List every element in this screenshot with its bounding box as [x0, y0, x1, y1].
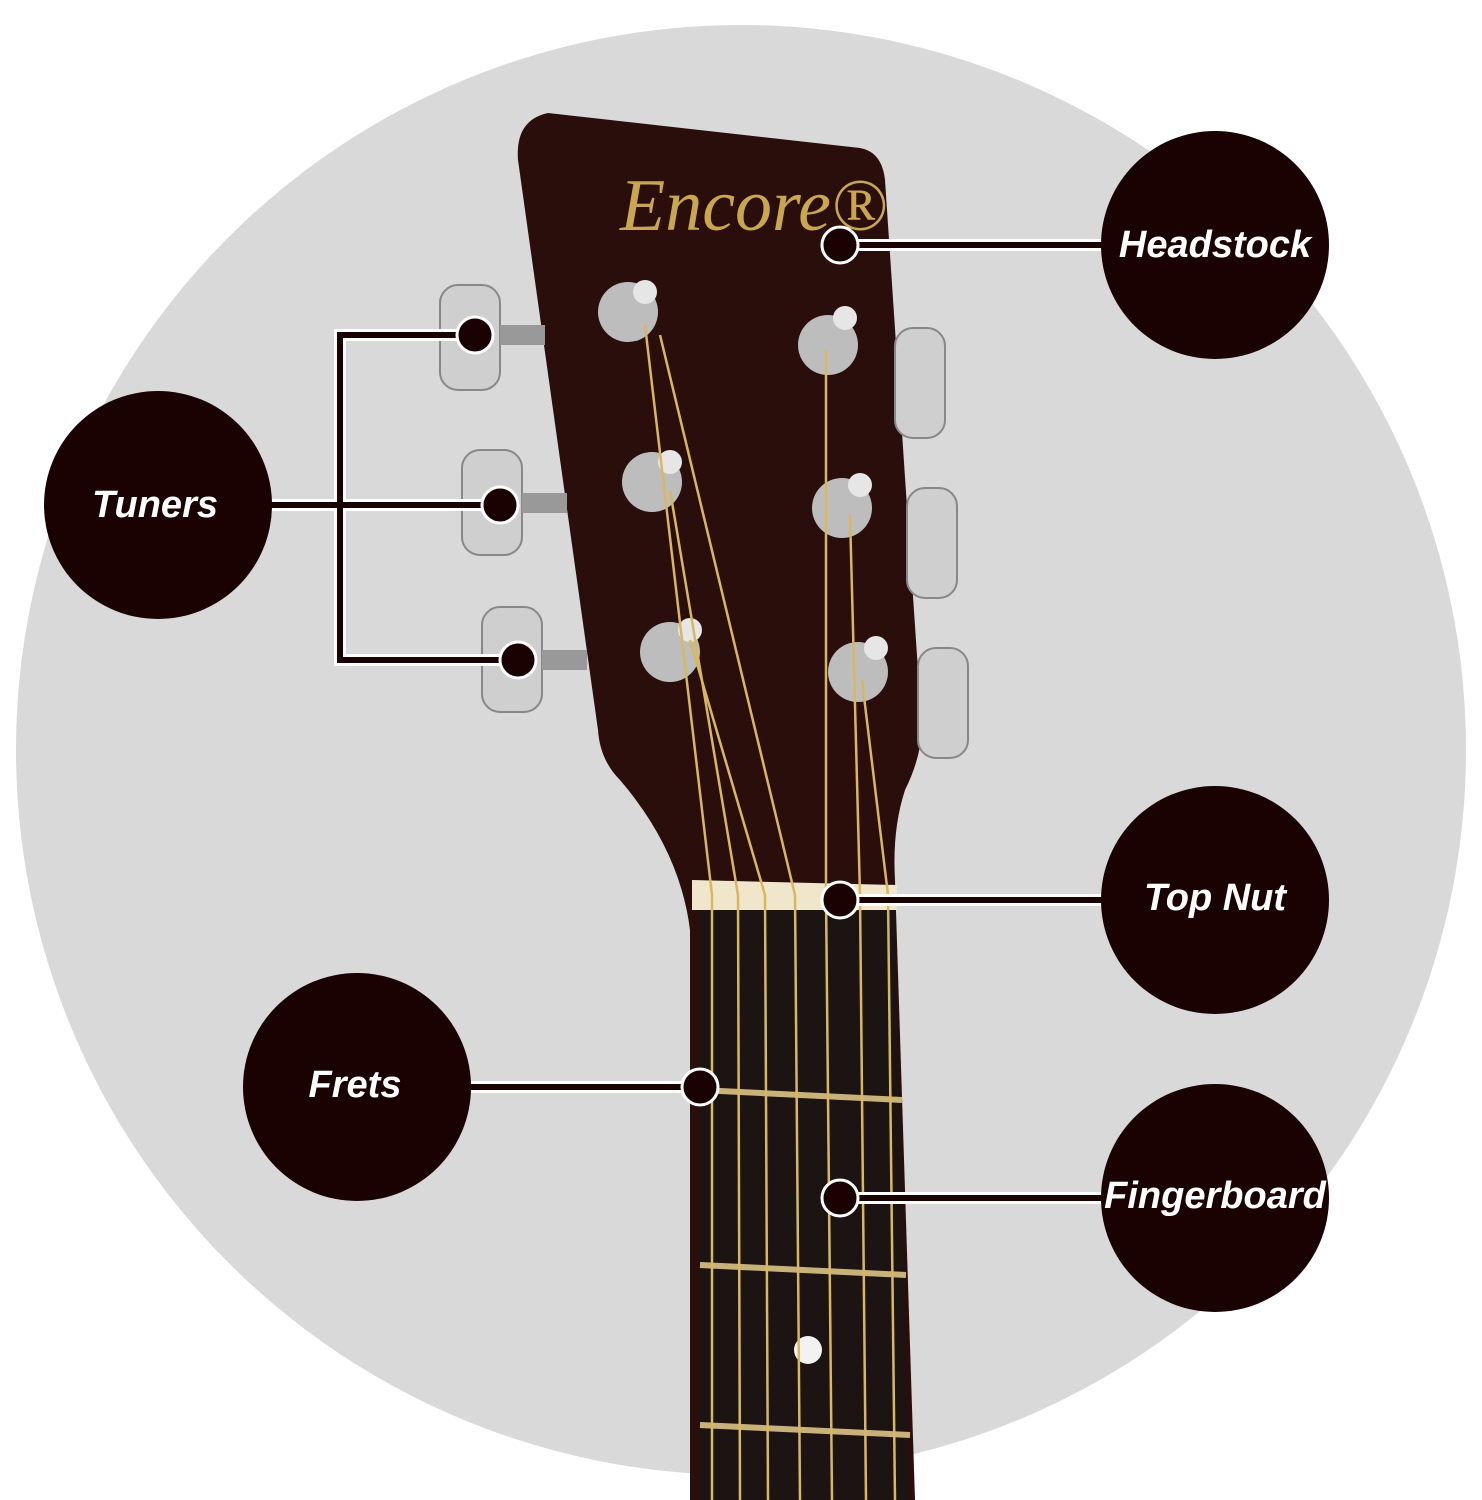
fret	[699, 1262, 907, 1278]
callout-label: Tuners	[92, 484, 218, 526]
callout-fingerboard: Fingerboard	[1101, 1084, 1329, 1312]
tuner-shafts	[500, 325, 587, 670]
callout-circle	[1101, 1084, 1329, 1312]
callout-lines	[270, 239, 1110, 1204]
tuner-shaft	[542, 650, 587, 670]
leader-dot	[498, 640, 538, 680]
leader-dots	[455, 225, 860, 1218]
fingerboard	[700, 905, 908, 1500]
leader-dot	[820, 1178, 860, 1218]
callout-label: Top Nut	[1144, 877, 1287, 919]
leader-dot	[455, 315, 495, 355]
strings	[643, 324, 897, 1500]
guitar: Encore®	[439, 113, 969, 1500]
tuner-posts	[598, 280, 888, 702]
callout-headstock: Headstock	[1101, 131, 1329, 359]
frets	[699, 1087, 911, 1438]
tuner-post-cap	[658, 450, 682, 474]
tuner-button	[906, 487, 958, 599]
tuner-shaft	[500, 325, 545, 345]
tuner-button	[894, 327, 946, 439]
fret	[699, 1087, 903, 1103]
tuner-post-cap	[864, 636, 888, 660]
tuner-post	[798, 315, 858, 375]
tuner-post-cap	[848, 473, 872, 497]
callout-circle	[44, 391, 272, 619]
leader-dot	[820, 225, 860, 265]
tuner-post-cap	[633, 280, 657, 304]
string	[668, 489, 742, 1500]
leader-dot	[820, 880, 860, 920]
tuner-post-cap	[678, 618, 702, 642]
callout-frets: Frets	[243, 973, 471, 1201]
string	[658, 334, 802, 1500]
tuner-shaft	[522, 493, 567, 513]
leader-dot	[480, 485, 520, 525]
tuner-post-cap	[833, 306, 857, 330]
callout-label: Fingerboard	[1104, 1175, 1326, 1217]
callout-circle	[1101, 131, 1329, 359]
callout-tuners: Tuners	[44, 391, 272, 619]
tuners-leader	[270, 332, 518, 663]
callout-circle	[1101, 786, 1329, 1014]
fret	[699, 1422, 911, 1438]
leader-dot	[680, 1067, 720, 1107]
position-marker	[794, 1336, 822, 1364]
callout-circle	[243, 973, 471, 1201]
callout-label: Frets	[309, 1064, 402, 1106]
callout-top-nut: Top Nut	[1101, 786, 1329, 1014]
callout-label: Headstock	[1119, 224, 1313, 266]
tuner-button	[917, 647, 969, 759]
string	[688, 639, 770, 1500]
string	[643, 324, 714, 1500]
